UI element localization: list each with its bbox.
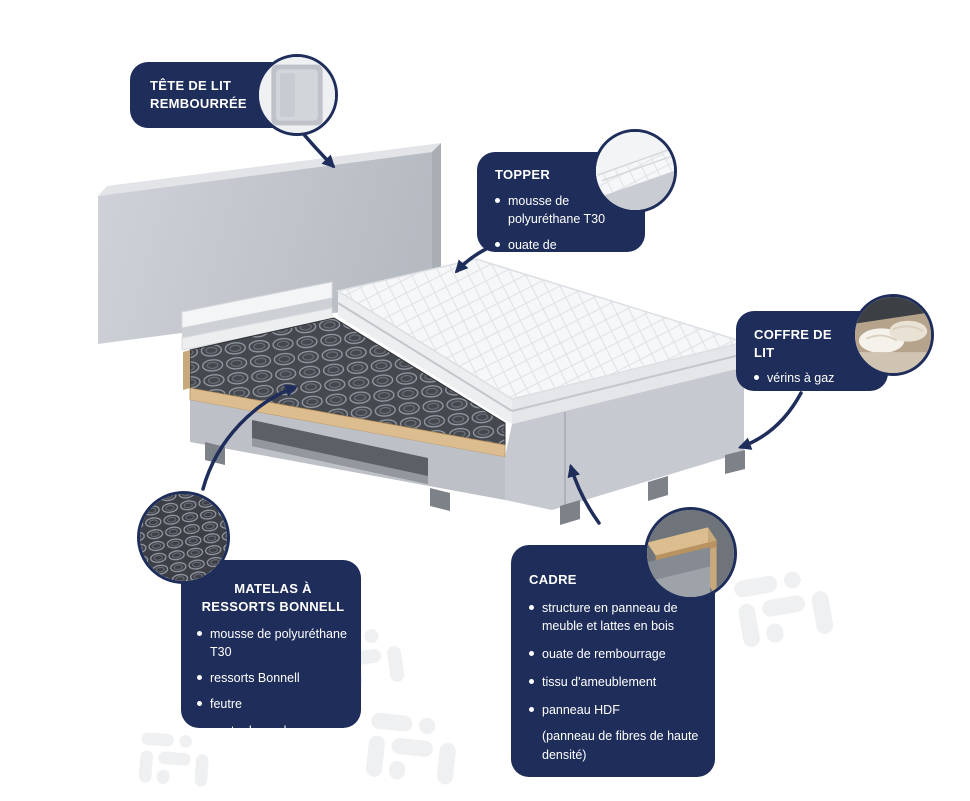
- bullet-text: tissu d'ameublement: [542, 674, 657, 689]
- list-item: structure en panneau de meuble et lattes…: [529, 599, 701, 635]
- headboard-top-edge: [98, 143, 441, 196]
- list-item: feutre: [197, 695, 349, 713]
- callout-mattress: MATELAS À RESSORTS BONNELL mousse de pol…: [181, 560, 361, 738]
- list-item: tissu d'ameublement: [529, 673, 701, 691]
- bullet-text: panneau HDF: [542, 703, 620, 718]
- headboard-photo: [256, 54, 338, 136]
- list-item: ressorts Bonnell: [197, 669, 349, 687]
- list-item: ouate de rembourrage: [529, 645, 701, 663]
- list-item: mousse de polyuréthane T30: [495, 192, 631, 228]
- bed-base: [190, 367, 745, 525]
- arrow-to-springs: [201, 384, 299, 491]
- frame-note: (panneau de fibres de haute densité): [542, 729, 699, 762]
- callout-headboard-title: TÊTE DE LIT REMBOURRÉE: [150, 78, 247, 111]
- storage-photo: [852, 294, 934, 376]
- list-item: mousse de polyuréthane T30: [197, 625, 349, 661]
- headboard-photo-art: [259, 57, 335, 133]
- bullet-dot: [197, 727, 202, 733]
- topper-bullet-list: mousse de polyuréthane T30 ouate de remb…: [495, 192, 631, 273]
- callout-storage-title: COFFRE DE LIT: [754, 327, 832, 360]
- mattress-and-topper: [336, 258, 747, 424]
- callout-topper-title: TOPPER: [495, 167, 551, 182]
- callout-frame: CADRE structure en panneau de meuble et …: [511, 545, 715, 777]
- callout-mattress-title: MATELAS À RESSORTS BONNELL: [201, 581, 345, 614]
- storage-photo-art: [855, 297, 931, 373]
- bullet-text: ouate de rembourrage: [210, 723, 334, 738]
- stack-middle-layer: [182, 298, 332, 338]
- list-item: vérins à gaz: [754, 369, 848, 387]
- bullet-text: ressorts Bonnell: [210, 671, 300, 686]
- topper-seam-cut: [337, 302, 513, 412]
- bullet-text: vérins à gaz: [767, 371, 835, 386]
- bullet-dot: [495, 197, 500, 203]
- callout-frame-title: CADRE: [529, 572, 577, 587]
- bullet-text: structure en panneau de meuble et lattes…: [542, 600, 678, 633]
- list-item: panneau HDF: [529, 701, 701, 719]
- bullet-text: mousse de polyuréthane T30: [508, 193, 606, 226]
- bullet-dot: [197, 675, 202, 681]
- arrow-to-frame: [567, 463, 601, 525]
- bullet-text: ouate de rembourrage: [508, 237, 580, 270]
- bullet-dot: [529, 678, 534, 684]
- topper-seam-front: [511, 353, 745, 412]
- mattress-layer-stack: [181, 281, 333, 351]
- watermark-pattern: [138, 571, 834, 787]
- mattress-bullet-list: mousse de polyuréthane T30 ressorts Bonn…: [197, 625, 349, 740]
- frame-photo-art: [647, 510, 734, 597]
- headboard-side-edge: [432, 143, 441, 300]
- bullet-dot: [529, 604, 534, 610]
- springs-photo-art: [140, 494, 227, 581]
- list-item: ouate de rembourrage: [197, 722, 349, 740]
- bullet-dot: [495, 241, 500, 247]
- bullet-dot: [197, 631, 202, 637]
- bullet-dot: [529, 707, 534, 713]
- frame-photo: [644, 507, 737, 600]
- topper-photo-art: [596, 132, 674, 210]
- bed-feet: [205, 442, 745, 525]
- arrow-to-storage: [737, 391, 803, 450]
- bullet-text: ouate de rembourrage: [542, 646, 666, 661]
- bullet-dot: [754, 375, 759, 381]
- frame-bullet-list: structure en panneau de meuble et lattes…: [529, 599, 701, 720]
- storage-bullet-list: vérins à gaz: [754, 369, 848, 387]
- bullet-text: mousse de polyuréthane T30: [210, 627, 347, 660]
- wood-strip-left: [183, 350, 190, 390]
- springs-photo: [137, 491, 230, 584]
- bullet-text: feutre: [210, 697, 242, 712]
- list-item: ouate de rembourrage: [495, 236, 631, 272]
- topper-photo: [593, 129, 677, 213]
- storage-cavity-floor: [252, 438, 428, 484]
- bullet-dot: [529, 650, 534, 656]
- bullet-dot: [197, 701, 202, 707]
